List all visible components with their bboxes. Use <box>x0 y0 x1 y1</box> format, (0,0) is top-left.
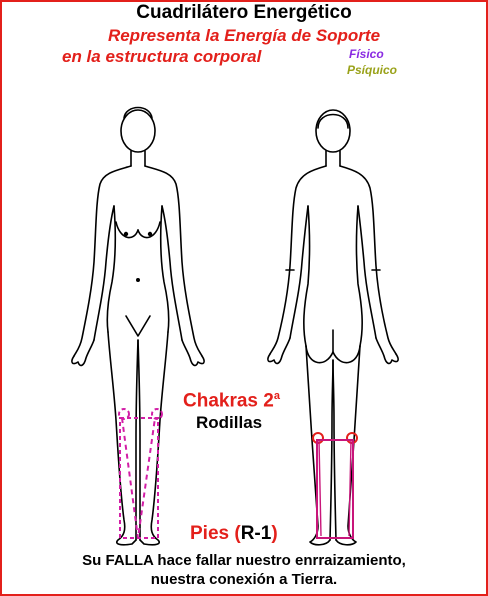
front-left-arm-inner <box>93 205 115 341</box>
label-chakras: Chakras 2a <box>183 390 280 412</box>
front-body-outline <box>71 106 205 546</box>
front-right-arm-inner <box>161 205 183 341</box>
back-body-outline <box>267 109 399 546</box>
label-pies: Pies (R-1) <box>190 523 278 545</box>
front-left-leg-outer <box>107 331 137 546</box>
back-chakra-lines <box>318 439 352 537</box>
back-right-torso <box>355 205 363 347</box>
front-left-nipple <box>123 231 129 237</box>
back-left-leg-inner <box>329 359 334 541</box>
front-pelvis <box>125 315 151 337</box>
front-navel <box>136 277 141 282</box>
front-left-leg-inner <box>135 339 139 541</box>
front-neck <box>130 150 146 167</box>
label-pies-word: Pies <box>190 523 230 544</box>
front-left-hand <box>71 339 95 367</box>
back-right-arm-inner <box>357 205 377 339</box>
front-right-breast <box>137 221 161 239</box>
back-left-arm-inner <box>289 205 309 339</box>
back-left-hand <box>267 337 291 365</box>
label-chakras-sup: a <box>273 390 280 402</box>
label-pies-open: ( <box>229 523 241 544</box>
front-markers <box>118 408 163 539</box>
back-head <box>315 109 351 153</box>
front-hair <box>123 106 153 119</box>
back-markers <box>312 432 358 539</box>
label-rodillas: Rodillas <box>196 413 263 432</box>
front-quad-box <box>119 417 159 539</box>
front-head <box>120 109 156 153</box>
back-right-leg-inner <box>332 359 337 541</box>
front-right-nipple <box>147 231 153 237</box>
front-left-arm-outer <box>73 165 132 357</box>
legend-fisico: Físico <box>349 47 384 61</box>
front-right-arm-outer <box>144 165 203 357</box>
label-chakras-text: Chakras 2 <box>183 390 274 412</box>
subtitle-line-2: en la estructura corporal <box>62 47 262 66</box>
front-chakra-lines <box>121 417 156 539</box>
front-right-leg-outer <box>139 331 169 546</box>
front-left-breast <box>115 221 139 239</box>
label-pies-close: ) <box>271 523 278 544</box>
back-right-arm-outer <box>339 165 397 355</box>
front-right-torso <box>159 205 170 333</box>
back-quad-box <box>316 439 354 539</box>
front-right-leg-inner <box>137 339 141 541</box>
footer-line-2: nuestra conexión a Tierra. <box>150 571 338 588</box>
footer-line-1: Su FALLA hace fallar nuestro enrraizamie… <box>82 552 406 569</box>
back-neck <box>325 150 341 167</box>
label-pies-code: R-1 <box>240 523 272 544</box>
back-hair <box>317 113 349 129</box>
back-left-torso <box>303 205 311 347</box>
back-left-arm-outer <box>269 165 327 355</box>
back-right-leg-outer <box>335 345 361 546</box>
back-right-hand <box>375 337 399 365</box>
page-title: Cuadrilátero Energético <box>136 2 352 23</box>
subtitle-line-1: Representa la Energía de Soporte <box>107 26 381 45</box>
legend-psiquico: Psíquico <box>347 63 398 77</box>
front-right-hand <box>181 339 205 367</box>
front-left-torso <box>106 205 117 333</box>
